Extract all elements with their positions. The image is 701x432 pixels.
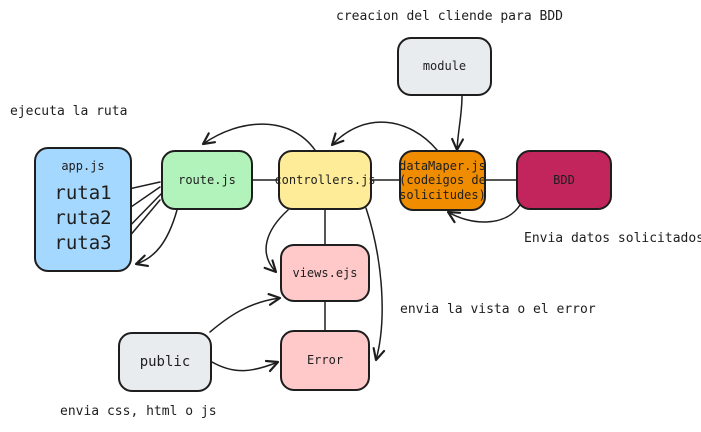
controllers-label: controllers.js <box>274 172 376 187</box>
arrow-controllers-to-views <box>263 209 289 274</box>
error-label: Error <box>306 353 344 368</box>
module-node[interactable]: module <box>397 37 492 96</box>
arrow-controllers-to-routejs <box>201 123 316 151</box>
bdd-node[interactable]: BDD <box>516 150 612 210</box>
route-label-ruta1: ruta1 <box>54 182 112 205</box>
arrow-public-to-error <box>211 359 280 373</box>
note-css-html-js: envia css, html o js <box>60 404 217 419</box>
bdd-label: BDD <box>553 172 575 187</box>
controllers-node[interactable]: controllers.js <box>274 150 376 210</box>
route-label-ruta2: ruta2 <box>54 207 112 230</box>
appjs-label: app.js <box>61 159 105 173</box>
public-label: public <box>139 353 191 370</box>
arrow-public-to-views <box>209 292 282 333</box>
views-label: views.ejs <box>292 265 358 280</box>
routejs-node[interactable]: route.js <box>161 150 253 210</box>
appjs-node[interactable]: app.js ruta1 ruta2 ruta3 <box>34 147 132 272</box>
arrow-datamaper-to-controllers <box>330 121 438 151</box>
public-node[interactable]: public <box>118 332 212 392</box>
datamaper-label: dataMaper.js (codeigos de solicitudes) <box>399 158 486 202</box>
module-label: module <box>422 59 467 74</box>
route-label-ruta3: ruta3 <box>54 232 112 255</box>
arrow-routejs-to-appjs <box>134 209 178 267</box>
routejs-label: route.js <box>178 172 236 187</box>
arrow-controllers-to-error <box>365 207 386 362</box>
note-ejecuta-ruta: ejecuta la ruta <box>10 104 128 119</box>
note-cliente: creacion del cliende para BDD <box>336 9 563 24</box>
datamaper-node[interactable]: dataMaper.js (codeigos de solicitudes) <box>399 150 486 211</box>
note-vista-error: envia la vista o el error <box>400 302 596 317</box>
note-datos-solicitados: Envia datos solicitados <box>524 231 701 246</box>
arrow-module-to-datamaper <box>451 95 465 152</box>
error-node[interactable]: Error <box>280 330 370 391</box>
arrow-bdd-to-datamaper <box>446 204 521 224</box>
views-node[interactable]: views.ejs <box>280 244 370 302</box>
